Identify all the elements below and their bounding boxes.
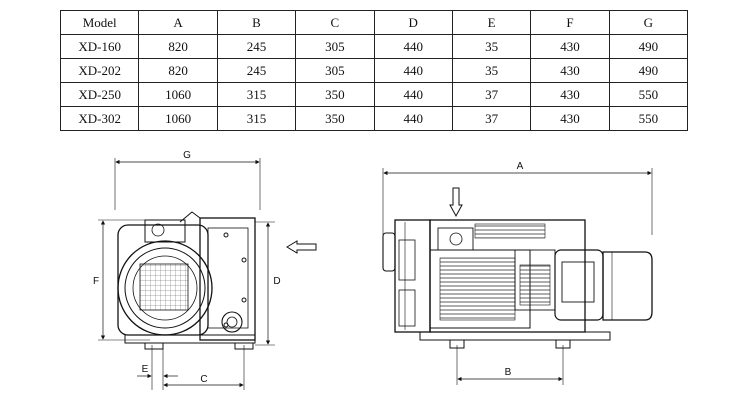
table-cell: XD-202 [59, 58, 140, 83]
col-header-a: A [138, 10, 218, 35]
table-cell: 490 [608, 58, 689, 83]
table-row: XD-160 820 245 305 440 35 430 490 [59, 34, 689, 59]
table-row: XD-202 820 245 305 440 35 430 490 [59, 58, 689, 83]
table-cell: 550 [608, 82, 689, 107]
dim-label-d: D [273, 276, 280, 287]
dim-label-a: A [517, 161, 524, 172]
table-cell: 430 [530, 58, 610, 83]
table-cell: 820 [138, 34, 218, 59]
table-cell: 440 [373, 34, 453, 59]
table-cell: 430 [530, 106, 610, 131]
table-cell: 37 [451, 82, 532, 107]
table-cell: 245 [216, 34, 297, 59]
table-cell: 440 [373, 106, 453, 131]
table-cell: 1060 [138, 82, 218, 107]
table-cell: 305 [295, 34, 375, 59]
dim-label-b: B [505, 367, 512, 378]
front-view [98, 158, 317, 390]
col-header-f: F [530, 10, 610, 35]
table-cell: 430 [530, 34, 610, 59]
side-view [382, 168, 653, 385]
col-header-c: C [295, 10, 375, 35]
col-header-b: B [216, 10, 297, 35]
col-header-d: D [373, 10, 453, 35]
table-cell: XD-250 [59, 82, 140, 107]
table-cell: 315 [216, 82, 297, 107]
table-cell: 490 [608, 34, 689, 59]
dim-label-g: G [183, 150, 191, 161]
table-cell: 37 [451, 106, 532, 131]
table-cell: 1060 [138, 106, 218, 131]
col-header-e: E [451, 10, 532, 35]
table-cell: 350 [295, 82, 375, 107]
table-header-row: Model A B C D E F G [59, 10, 689, 35]
table-cell: 440 [373, 82, 453, 107]
table-cell: 245 [216, 58, 297, 83]
table-row: XD-302 1060 315 350 440 37 430 550 [59, 106, 689, 131]
col-header-model: Model [59, 10, 140, 35]
table-cell: XD-302 [59, 106, 140, 131]
pump-dimension-drawing: G F D E C [93, 150, 653, 390]
dimension-table: Model A B C D E F G XD-160 820 245 305 4… [59, 10, 689, 131]
table-cell: 430 [530, 82, 610, 107]
table-cell: XD-160 [59, 34, 140, 59]
dim-label-c: C [200, 374, 207, 385]
table-cell: 350 [295, 106, 375, 131]
table-row: XD-250 1060 315 350 440 37 430 550 [59, 82, 689, 107]
dim-label-f: F [93, 276, 99, 287]
dim-label-e: E [142, 364, 149, 375]
col-header-g: G [608, 10, 689, 35]
table-cell: 35 [451, 58, 532, 83]
table-cell: 550 [608, 106, 689, 131]
table-cell: 305 [295, 58, 375, 83]
table-cell: 820 [138, 58, 218, 83]
table-cell: 35 [451, 34, 532, 59]
table-cell: 440 [373, 58, 453, 83]
table-cell: 315 [216, 106, 297, 131]
